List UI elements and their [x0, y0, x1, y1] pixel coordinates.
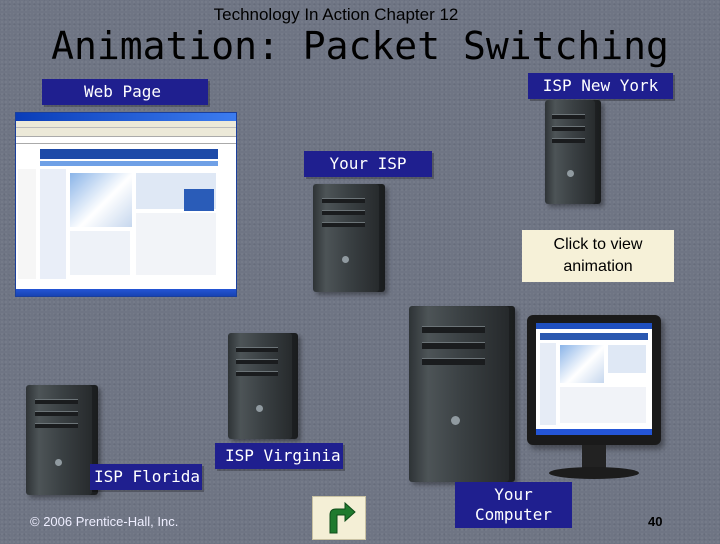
monitor-screen [536, 323, 652, 435]
play-animation-line2: animation [563, 258, 633, 275]
browser-titlebar [16, 113, 236, 121]
copyright-text: © 2006 Prentice-Hall, Inc. [30, 514, 179, 529]
return-arrow-icon [329, 501, 356, 534]
your-computer-tower-icon [409, 306, 515, 482]
isp-florida-label: ISP Florida [90, 464, 202, 490]
monitor-base [549, 467, 639, 479]
your-computer-label-line2: Computer [474, 505, 553, 524]
browser-menubar [16, 121, 236, 128]
chapter-header: Technology In Action Chapter 12 [213, 5, 459, 24]
your-computer-label: Your Computer [455, 482, 572, 528]
isp-virginia-tower-icon [228, 333, 298, 439]
isp-florida-tower-icon [26, 385, 98, 495]
play-animation-button[interactable]: Click to view animation [522, 230, 674, 282]
isp-virginia-label: ISP Virginia [215, 443, 343, 469]
return-button[interactable] [312, 496, 366, 540]
your-computer-label-line1: Your [494, 485, 533, 504]
page-number: 40 [648, 514, 663, 529]
isp-new-york-tower-icon [545, 100, 601, 204]
browser-taskbar [16, 289, 236, 296]
your-computer-monitor-icon [527, 315, 661, 479]
browser-address-bar [16, 137, 236, 144]
play-animation-line1: Click to view [553, 236, 643, 253]
web-page-label: Web Page [42, 79, 208, 105]
browser-content [16, 143, 236, 289]
isp-new-york-label: ISP New York [528, 73, 673, 99]
browser-toolbar [16, 128, 236, 137]
monitor-stand [582, 445, 606, 471]
your-isp-label: Your ISP [304, 151, 432, 177]
browser-window-icon [15, 112, 237, 297]
slide-title: Animation: Packet Switching [51, 24, 669, 68]
your-isp-tower-icon [313, 184, 385, 292]
